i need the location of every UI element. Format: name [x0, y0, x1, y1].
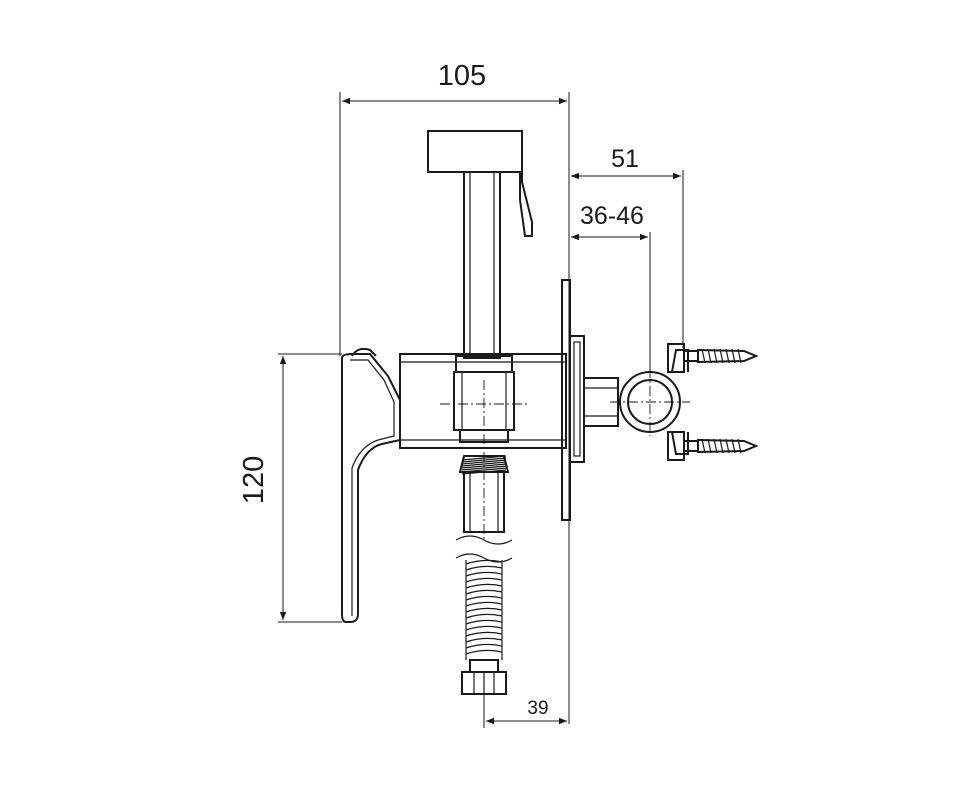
anchor-screw-bottom: [683, 438, 759, 454]
valve-body: [399, 353, 567, 540]
dimension-overall-width: 105: [339, 60, 570, 724]
dim-label-105: 105: [438, 60, 486, 92]
dimension-wall-depth: 51: [571, 145, 684, 348]
wall-flange: [561, 279, 619, 521]
dim-label-36-46: 36-46: [580, 202, 644, 230]
hose: [455, 455, 513, 695]
dim-label-120: 120: [238, 456, 270, 504]
dimension-wall-range: 36-46: [571, 202, 651, 372]
dimension-hose-offset: 39: [483, 694, 567, 728]
dim-label-39: 39: [527, 698, 548, 719]
dim-label-51: 51: [611, 145, 639, 173]
spray-head: [427, 130, 533, 359]
lever-handle: [341, 347, 401, 623]
dimension-height: 120: [238, 353, 342, 623]
anchor-screw-top: [683, 348, 759, 364]
